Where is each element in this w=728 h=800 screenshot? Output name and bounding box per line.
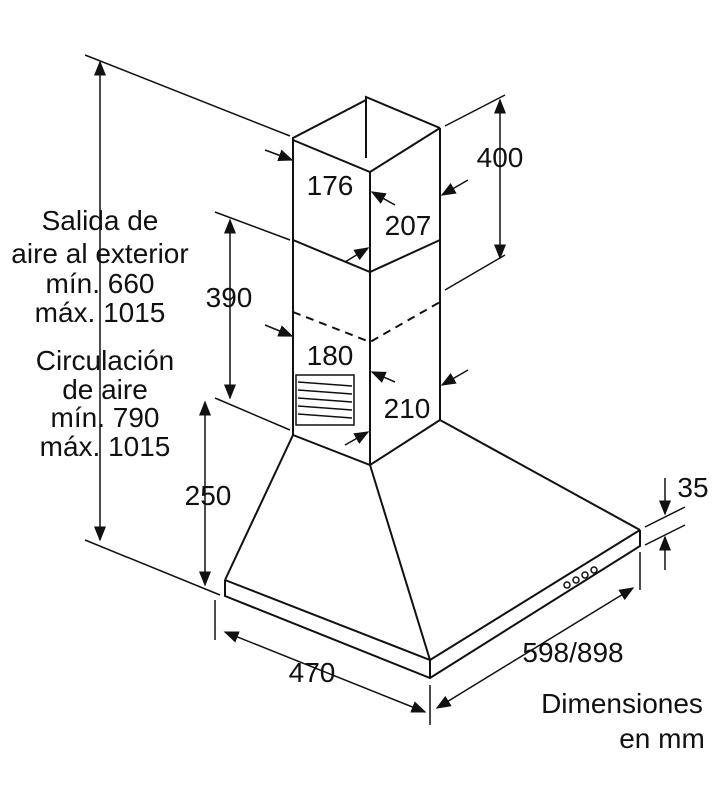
recirc-label-line2: de aire: [62, 374, 148, 405]
dim-upper-height: 400: [477, 142, 524, 173]
dim-depth: 470: [289, 657, 336, 688]
upper-chimney: [292, 95, 441, 465]
dim-upper-depth: 207: [385, 210, 432, 241]
canopy: [224, 419, 641, 680]
dimension-lines: [84, 54, 686, 725]
dim-lower-width: 180: [307, 340, 354, 371]
overlap-line: [292, 301, 441, 344]
outlet-label-line1: Salida de: [42, 205, 159, 236]
units-label-line1: Dimensiones: [541, 688, 703, 719]
units-label-line2: en mm: [619, 723, 705, 754]
outlet-min-label: mín. 660: [46, 268, 155, 299]
recirc-label-line1: Circulación: [36, 345, 175, 376]
dim-upper-width: 176: [307, 170, 354, 201]
dim-width: 598/898: [522, 637, 623, 668]
dim-canopy-thickness: 35: [677, 472, 708, 503]
dim-lower-height: 390: [206, 282, 253, 313]
outlet-max-label: máx. 1015: [35, 297, 166, 328]
dim-hood-height: 250: [185, 480, 232, 511]
vent-grille-icon: [295, 374, 355, 426]
dim-lower-depth: 210: [384, 393, 431, 424]
recirc-max-label: máx. 1015: [40, 431, 171, 462]
outlet-label-line2: aire al exterior: [11, 238, 188, 269]
recirc-min-label: mín. 790: [51, 402, 160, 433]
